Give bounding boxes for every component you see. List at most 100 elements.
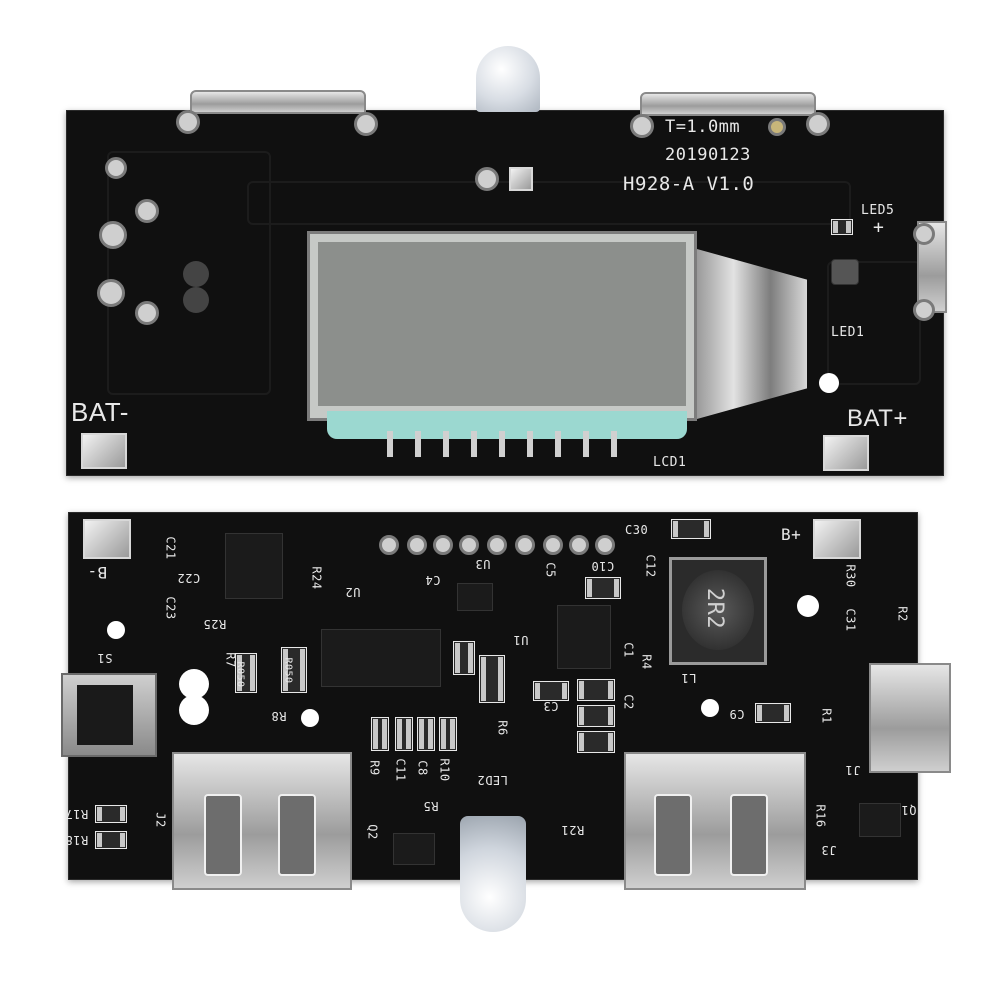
label-b-plus: B+ <box>781 525 802 544</box>
via <box>354 112 378 136</box>
via <box>913 223 935 245</box>
lcd-pin <box>555 431 561 457</box>
label-s1: S1 <box>97 651 113 665</box>
via <box>543 535 563 555</box>
label-j1: J1 <box>845 763 861 777</box>
transistor-q2 <box>393 833 435 865</box>
square-pad <box>509 167 533 191</box>
via <box>407 535 427 555</box>
lcd-connector <box>327 411 687 439</box>
label-plus: + <box>873 217 885 238</box>
via <box>569 535 589 555</box>
smd-r18 <box>95 831 127 849</box>
switch-body <box>77 685 133 745</box>
via <box>595 535 615 555</box>
lcd-pin <box>611 431 617 457</box>
mounting-hole <box>179 695 209 725</box>
label-l1: L1 <box>681 671 697 685</box>
smd-c30 <box>671 519 711 539</box>
label-r10: R10 <box>437 758 452 782</box>
label-r2: R2 <box>895 606 910 622</box>
label-r25: R25 <box>203 617 227 631</box>
via <box>176 110 200 134</box>
mounting-hole <box>183 287 209 313</box>
smd-r6 <box>479 655 505 703</box>
via <box>630 114 654 138</box>
top-pcb-board: T=1.0mm 20190123 H928-A V1.0 LED5 + LED1… <box>66 110 947 476</box>
usb-slot <box>278 794 316 876</box>
label-c11: C11 <box>393 758 408 782</box>
label-c31: C31 <box>843 608 858 632</box>
via <box>99 221 127 249</box>
label-lcd1: LCD1 <box>653 455 687 470</box>
ic-u2 <box>321 629 441 687</box>
label-r1: R1 <box>819 708 834 724</box>
label-c22: C22 <box>177 571 201 585</box>
smd-c2a <box>577 679 615 701</box>
smd-c2c <box>577 731 615 753</box>
label-c9: C9 <box>729 707 745 721</box>
label-q2: Q2 <box>365 824 380 840</box>
led5-component <box>831 259 859 285</box>
via <box>913 299 935 321</box>
b-plus-pad <box>813 519 861 559</box>
label-c4: C4 <box>425 573 441 587</box>
transistor-q1 <box>859 803 901 837</box>
pcb-trace <box>247 181 851 225</box>
via <box>459 535 479 555</box>
label-c30: C30 <box>625 523 649 537</box>
usb-port-top-left <box>190 90 366 114</box>
label-b-minus: B- <box>87 563 108 582</box>
label-model: H928-A V1.0 <box>623 173 755 195</box>
inductor-l1: 2R2 <box>669 557 767 665</box>
mounting-hole <box>301 709 319 727</box>
mounting-hole <box>797 595 819 617</box>
smd-r10 <box>439 717 457 751</box>
mounting-hole <box>183 261 209 287</box>
smd-r050-b <box>281 647 307 693</box>
usb-slot <box>730 794 768 876</box>
ic-u5 <box>457 583 493 611</box>
label-r050-b: R050 <box>282 657 294 684</box>
label-c8: C8 <box>415 760 430 776</box>
via <box>135 199 159 223</box>
smd-c10 <box>585 577 621 599</box>
ic-u1 <box>557 605 611 669</box>
lcd-pin <box>387 431 393 457</box>
ic-u3 <box>225 533 283 599</box>
smd-c1 <box>453 641 475 675</box>
label-c2: C2 <box>621 694 636 710</box>
mounting-hole <box>107 621 125 639</box>
label-r30: R30 <box>843 564 858 588</box>
label-r4: R4 <box>639 654 654 670</box>
pcb-trace <box>107 151 271 395</box>
usb-slot <box>204 794 242 876</box>
label-inductor: 2R2 <box>702 587 728 630</box>
via <box>768 118 786 136</box>
label-q1: Q1 <box>901 803 917 817</box>
switch-s1 <box>61 673 157 757</box>
via <box>105 157 127 179</box>
led-bulb-top <box>476 46 540 112</box>
lcd-pin <box>499 431 505 457</box>
usb-slot <box>654 794 692 876</box>
smd-r050-a <box>235 653 257 693</box>
label-r17: R17 <box>65 807 89 821</box>
lcd-pin <box>415 431 421 457</box>
via <box>487 535 507 555</box>
lcd-glass <box>318 242 686 406</box>
lcd-pin <box>583 431 589 457</box>
label-u2: U2 <box>345 585 361 599</box>
label-bat-pos: BAT+ <box>847 405 908 432</box>
via <box>475 167 499 191</box>
via <box>379 535 399 555</box>
pcb-trace <box>827 261 921 385</box>
label-c1: C1 <box>621 642 636 658</box>
label-r21: R21 <box>561 823 585 837</box>
label-j3: J3 <box>821 843 837 857</box>
mounting-hole <box>179 669 209 699</box>
label-r050-a: R050 <box>234 661 246 688</box>
usb-port-top-right <box>640 92 816 116</box>
label-c5: C5 <box>543 562 558 578</box>
label-r5: R5 <box>423 799 439 813</box>
